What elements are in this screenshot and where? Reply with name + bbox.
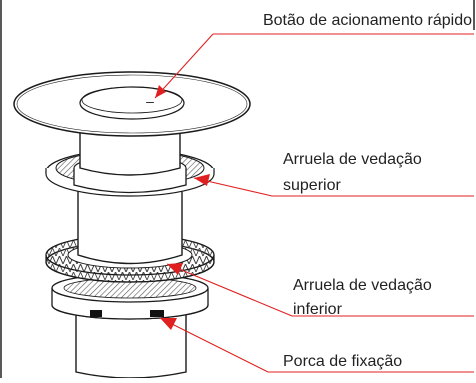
button-mark: – xyxy=(146,93,154,109)
leader-line-button xyxy=(154,33,214,99)
leader-line-lower-washer xyxy=(166,263,293,317)
label-upper-washer-line1: Arruela de vedação xyxy=(283,151,422,168)
label-lower-washer-line2: inferior xyxy=(293,301,343,318)
leader-lines xyxy=(154,33,474,373)
leader-line-nut xyxy=(159,317,269,373)
label-fixing-nut: Porca de fixação xyxy=(283,353,402,370)
leader-arrow-nut xyxy=(160,318,177,330)
leader-arrow-button xyxy=(155,85,166,98)
middle-tube xyxy=(77,185,183,265)
quick-release-button: – xyxy=(79,86,185,120)
label-quick-release-button: Botão de acionamento rápido xyxy=(263,12,472,29)
fixing-nut xyxy=(51,273,209,320)
label-upper-washer-line2: superior xyxy=(283,177,341,194)
leader-arrow-upper-washer xyxy=(194,174,210,186)
label-lower-washer-line1: Arruela de vedação xyxy=(293,277,432,294)
leader-arrow-lower-washer xyxy=(167,263,183,275)
